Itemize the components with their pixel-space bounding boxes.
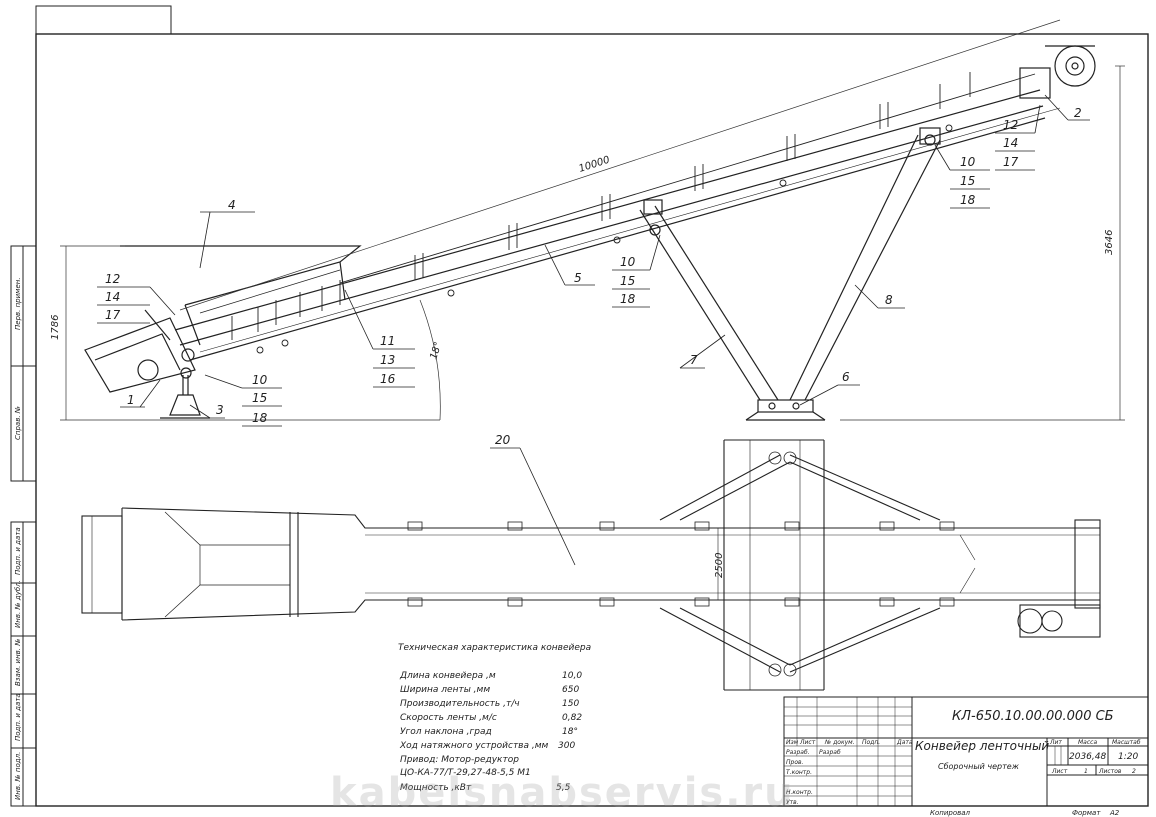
side-stamps bbox=[10, 245, 37, 807]
spec-label-6: Привод: Мотор-редуктор bbox=[400, 755, 519, 765]
spec-value-1: 650 bbox=[562, 685, 579, 695]
callout-left-bottom-1: 10 bbox=[252, 373, 268, 387]
stamp-podp-data-1: Подп. и дата bbox=[14, 527, 22, 575]
tb-lit-label: Лит bbox=[1049, 739, 1062, 746]
callout-mid-1: 10 bbox=[620, 255, 636, 269]
callout-mid-3: 18 bbox=[620, 292, 636, 306]
dim-height-total: 3646 bbox=[1104, 230, 1115, 255]
spec-value-4: 18° bbox=[562, 727, 578, 737]
stamp-sprav-nomer: Справ. № bbox=[14, 406, 22, 440]
tb-mass: 2036,48 bbox=[1069, 752, 1106, 762]
spec-value-8: 5,5 bbox=[556, 783, 571, 793]
stamp-vzam-inv: Взам. инв. № bbox=[14, 638, 22, 686]
spec-label-2: Производительность ,т/ч bbox=[400, 699, 520, 709]
callout-left-top-3: 17 bbox=[105, 308, 121, 322]
tb-name: Конвейер ленточный bbox=[915, 739, 1049, 753]
callout-right-mid-3: 18 bbox=[960, 193, 976, 207]
callout-mid-left-2: 13 bbox=[380, 353, 395, 367]
tb-role-2: Т.контр. bbox=[786, 769, 812, 776]
spec-label-3: Скорость ленты ,м/с bbox=[400, 713, 497, 723]
tb-sheets-num: 2 bbox=[1132, 768, 1136, 775]
tech-specs: Техническая характеристика конвейера Дли… bbox=[398, 643, 591, 793]
tb-sheets-label: Листов bbox=[1098, 768, 1122, 775]
callout-3: 3 bbox=[216, 403, 224, 417]
tb-col-sign: Подп. bbox=[862, 739, 880, 746]
spec-label-5: Ход натяжного устройства ,мм bbox=[399, 741, 549, 751]
callout-8: 8 bbox=[885, 293, 893, 307]
top-left-stamp-box bbox=[35, 5, 172, 35]
callout-mid-left-3: 16 bbox=[380, 372, 396, 386]
stamp-podp-data-2: Подп. и дата bbox=[14, 693, 22, 741]
spec-label-7: ЦО-КА-77/Т-29,27-48-5,5 М1 bbox=[400, 768, 531, 778]
spec-label-4: Угол наклона ,град bbox=[400, 727, 492, 737]
callout-mid-left-1: 11 bbox=[380, 334, 395, 348]
specs-title: Техническая характеристика конвейера bbox=[398, 643, 591, 653]
tb-col-doc: № докум. bbox=[824, 739, 855, 746]
callout-left-top-1: 12 bbox=[105, 272, 120, 286]
callout-left-bottom-3: 18 bbox=[252, 411, 268, 425]
dim-height-left: 1786 bbox=[50, 315, 61, 340]
tb-role-0: Разраб. bbox=[786, 749, 810, 756]
dim-length: 10000 bbox=[578, 155, 612, 175]
callout-4: 4 bbox=[228, 198, 236, 212]
tb-copied: Копировал bbox=[930, 809, 971, 817]
tb-scale-label: Масштаб bbox=[1112, 739, 1141, 746]
stamp-inv-podl: Инв. № подл. bbox=[14, 752, 22, 800]
callout-right-top-2: 14 bbox=[1003, 136, 1018, 150]
side-view bbox=[84, 45, 1096, 421]
callout-left-top-2: 14 bbox=[105, 290, 120, 304]
tb-role-4: Н.контр. bbox=[786, 789, 813, 796]
tb-col-date: Дата bbox=[896, 739, 913, 746]
callout-1: 1 bbox=[127, 393, 135, 407]
callout-boxes bbox=[97, 104, 1041, 427]
tb-format-label: Формат bbox=[1072, 809, 1101, 817]
plan-view bbox=[81, 439, 1101, 691]
callout-7: 7 bbox=[690, 353, 698, 367]
callout-right-top-1: 12 bbox=[1003, 118, 1018, 132]
tb-scale: 1:20 bbox=[1118, 752, 1138, 762]
spec-value-0: 10,0 bbox=[562, 671, 582, 681]
tb-developer: Разраб bbox=[819, 749, 841, 756]
title-block bbox=[783, 696, 1149, 807]
spec-value-5: 300 bbox=[558, 741, 575, 751]
tb-role-1: Пров. bbox=[786, 759, 804, 766]
dim-plan-width: 2500 bbox=[714, 553, 725, 578]
callout-mid-2: 15 bbox=[620, 274, 635, 288]
side-dimensions bbox=[60, 19, 1125, 421]
callout-left-bottom-2: 15 bbox=[252, 391, 267, 405]
dim-angle: 18° bbox=[428, 341, 444, 361]
callout-right-top-3: 17 bbox=[1003, 155, 1019, 169]
spec-value-2: 150 bbox=[562, 699, 579, 709]
tb-role-5: Утв. bbox=[786, 799, 799, 806]
spec-label-8: Мощность ,кВт bbox=[400, 783, 472, 793]
tb-mass-label: Масса bbox=[1078, 739, 1097, 746]
spec-label-1: Ширина ленты ,мм bbox=[400, 685, 490, 695]
tb-sheet-num: 1 bbox=[1084, 768, 1088, 775]
callout-right-mid-2: 15 bbox=[960, 174, 975, 188]
tb-doc-type: Сборочный чертеж bbox=[938, 762, 1020, 771]
tb-designation: КЛ-650.10.00.00.000 СБ bbox=[952, 709, 1114, 724]
callout-20: 20 bbox=[495, 433, 511, 447]
tb-col-list: Лист bbox=[799, 739, 816, 746]
tb-col-izm: Изм bbox=[786, 739, 799, 746]
callout-right-mid-1: 10 bbox=[960, 155, 976, 169]
callout-5: 5 bbox=[574, 271, 582, 285]
spec-label-0: Длина конвейера ,м bbox=[399, 671, 496, 681]
tb-format: А2 bbox=[1109, 809, 1120, 817]
callout-2: 2 bbox=[1074, 106, 1082, 120]
spec-value-3: 0,82 bbox=[562, 713, 582, 723]
stamp-inv-dubl: Инв. № дубл. bbox=[14, 580, 22, 628]
callout-6: 6 bbox=[842, 370, 850, 384]
watermark: kabelsnabservis.ru bbox=[330, 770, 795, 816]
tb-sheet-label: Лист bbox=[1051, 768, 1068, 775]
stamp-perv-primen: Перв. примен. bbox=[14, 277, 22, 330]
